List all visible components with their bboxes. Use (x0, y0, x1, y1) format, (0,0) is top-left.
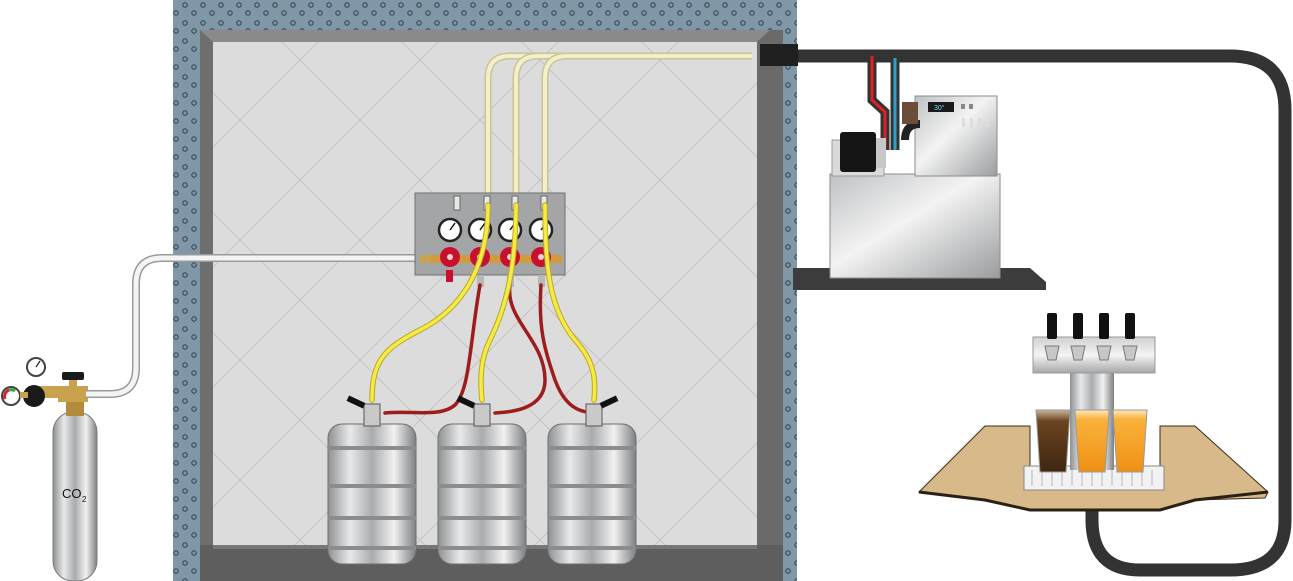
chiller-outlet-stub (902, 102, 918, 124)
chiller-outlet-elbow (901, 120, 921, 141)
keg-band (548, 484, 636, 488)
faucet-3 (1096, 345, 1112, 361)
pressure-gauge-4 (528, 217, 554, 243)
glass-light-beer-2 (1112, 409, 1148, 473)
gas-inlet (420, 255, 432, 263)
counter-edge (918, 490, 1269, 512)
gas-outlet-2 (477, 275, 484, 287)
tap-handle-3[interactable] (1099, 313, 1109, 339)
keg-body (547, 423, 637, 565)
gas-outlet-1 (446, 270, 453, 282)
faucet-4 (1122, 345, 1138, 361)
chiller-vent-4 (986, 118, 989, 127)
keg-beer-lines (369, 202, 598, 403)
keg-band (328, 446, 416, 450)
cylinder-valve-stem (69, 378, 77, 388)
co2-cylinder: CO 2 (1, 357, 98, 581)
chiller-vent-2 (970, 118, 973, 127)
keg-band (548, 516, 636, 520)
chiller-pump-motor (840, 132, 876, 172)
gas-distribution-bar (430, 255, 562, 263)
tap-handle-2[interactable] (1073, 313, 1083, 339)
tap-3[interactable] (1096, 313, 1112, 361)
cylinder-valve-handle[interactable] (62, 372, 84, 380)
glass-dark-beer (1035, 409, 1071, 473)
keg-2 (437, 395, 527, 565)
shutoff-valve-1[interactable] (453, 195, 461, 211)
tap-handle-4[interactable] (1125, 313, 1135, 339)
gauge-needle (35, 360, 41, 368)
beer-lines-to-trunk (484, 52, 752, 200)
gauge-color-band (3, 388, 10, 400)
glycol-chiller: 30° (793, 95, 1046, 290)
keg-band (328, 546, 416, 550)
keg-coupler (585, 403, 603, 427)
keg-1 (327, 395, 417, 565)
regulator-outlet (20, 392, 28, 398)
glass-light-beer-1 (1074, 409, 1110, 473)
keg-body (437, 423, 527, 565)
cooler-left-shade (200, 30, 213, 581)
cooler-right-shade (757, 30, 783, 581)
keg-coupler (363, 403, 381, 427)
pressure-gauge-1 (437, 217, 463, 243)
regulator-knob-1[interactable] (440, 247, 460, 267)
trunk-line (760, 49, 1292, 577)
keg-band (328, 516, 416, 520)
tap-1[interactable] (1044, 313, 1060, 361)
keg-coupler-handle[interactable] (456, 395, 476, 409)
faucet-1 (1044, 345, 1060, 361)
drip-tray-grate (1031, 470, 1153, 486)
keg-band (438, 484, 526, 488)
gas-outlet-4 (538, 275, 545, 287)
keg-band (438, 516, 526, 520)
faucet-2 (1070, 345, 1086, 361)
chiller-temperature-display[interactable] (928, 102, 954, 112)
chiller-button-1[interactable] (961, 104, 965, 109)
tap-2[interactable] (1070, 313, 1086, 361)
chiller-pump-flange (876, 138, 886, 168)
tap-4[interactable] (1122, 313, 1138, 361)
cooler-ceiling-shade (200, 30, 770, 42)
chiller-display-value: 30° (934, 104, 945, 112)
cylinder-label: CO (62, 486, 82, 501)
keg-coupler-handle[interactable] (346, 395, 366, 409)
keg-3 (547, 395, 637, 565)
keg-coupler (473, 403, 491, 427)
keg-band (328, 484, 416, 488)
tap-handle-1[interactable] (1047, 313, 1057, 339)
draft-tower-station (917, 313, 1269, 512)
chiller-vent-3 (978, 118, 981, 127)
keg-band (548, 546, 636, 550)
keg-band (438, 446, 526, 450)
keg-body (327, 423, 417, 565)
chiller-tower (914, 95, 998, 177)
keg-coupler-handle[interactable] (599, 395, 619, 409)
keg-band (548, 446, 636, 450)
cylinder-label-subscript: 2 (82, 495, 87, 504)
keg-band (438, 546, 526, 550)
chiller-button-2[interactable] (969, 104, 973, 109)
chiller-vent-1 (962, 118, 965, 127)
cylinder-valve-body (58, 386, 88, 402)
gauge-color-band-green (8, 388, 16, 393)
chiller-base (829, 173, 1001, 279)
co2-regulator-knob[interactable] (23, 385, 45, 407)
